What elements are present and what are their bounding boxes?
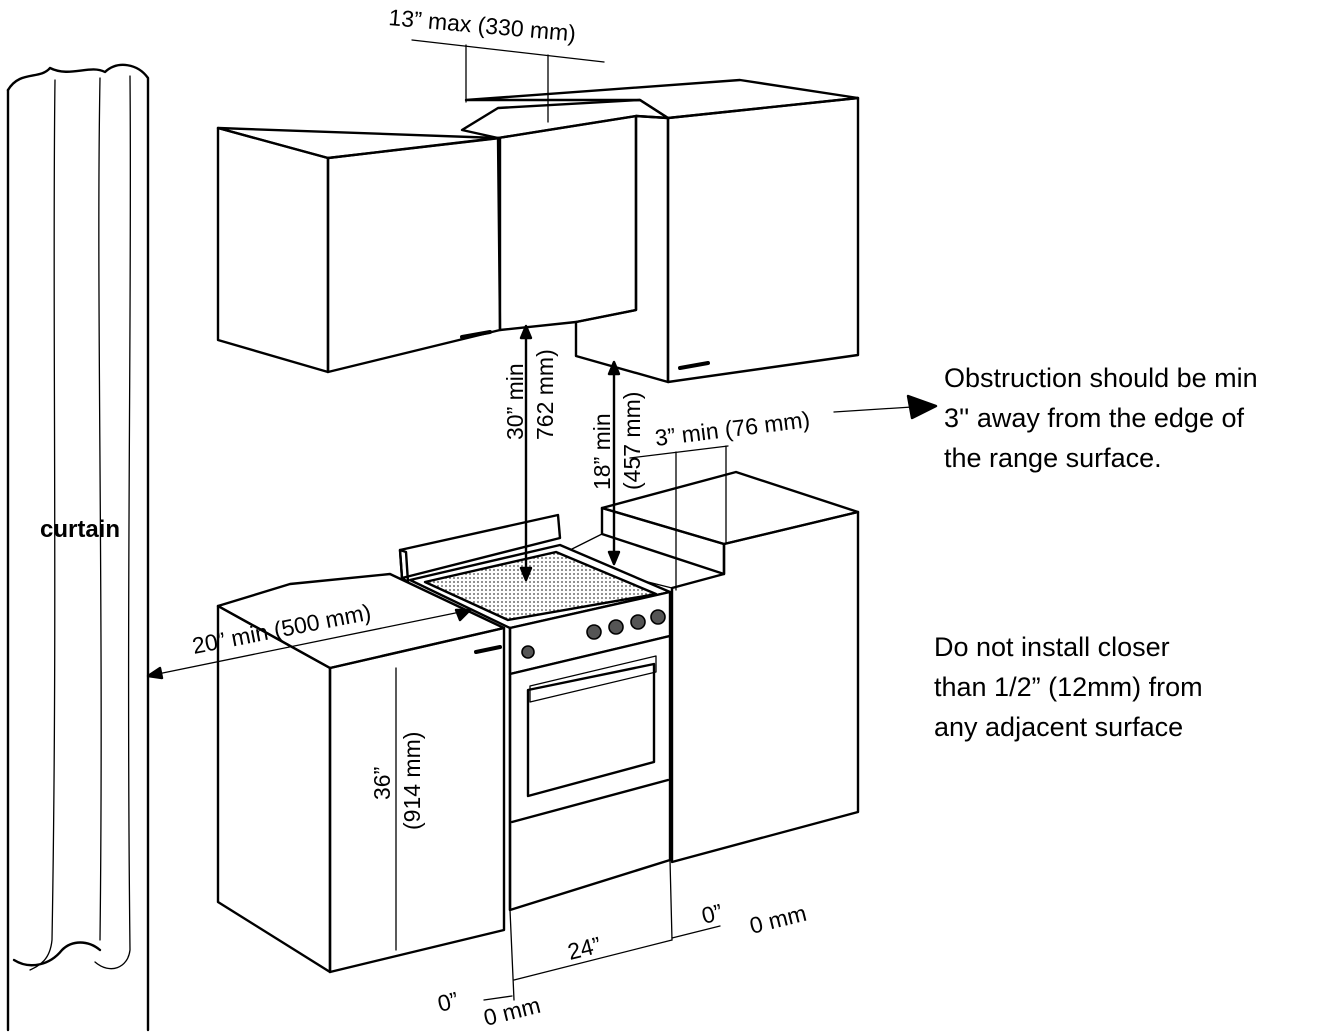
zero-left-mm-label: 0 mm xyxy=(481,992,543,1031)
zero-left-in-label: 0” xyxy=(435,987,461,1017)
zero-right-mm-label: 0 mm xyxy=(747,900,809,939)
min18-in-label: 18” min xyxy=(589,413,615,490)
h36-in-label: 36” xyxy=(369,767,395,800)
dimension-lines xyxy=(146,39,938,1001)
min30-mm-label: 762 mm) xyxy=(532,349,558,440)
min30-in-label: 30” min xyxy=(502,363,528,440)
curtain-label: curtain xyxy=(40,516,120,543)
range xyxy=(398,513,673,1001)
w24-label: 24” xyxy=(565,932,604,965)
upper-cabinet-right xyxy=(464,78,860,384)
base-cabinet-left xyxy=(216,572,506,974)
base-cabinet-right xyxy=(569,470,860,864)
obstruction-note-line-2: 3'' away from the edge of xyxy=(944,403,1244,433)
zero-right-in-label: 0” xyxy=(699,899,725,929)
adjacent-note-line-3: any adjacent surface xyxy=(934,712,1183,742)
min18-mm-label: (457 mm) xyxy=(619,392,645,490)
obstruction-note-line-1: Obstruction should be min xyxy=(944,363,1258,393)
obstruction-note: Obstruction should be min 3'' away from … xyxy=(944,363,1258,473)
adjacent-note-line-2: than 1/2” (12mm) from xyxy=(934,672,1203,702)
adjacent-surface-note: Do not install closer than 1/2” (12mm) f… xyxy=(934,632,1203,742)
h36-mm-label: (914 mm) xyxy=(399,732,425,830)
adjacent-note-line-1: Do not install closer xyxy=(934,632,1170,662)
curtain: curtain xyxy=(6,63,150,1032)
obstruction-note-line-3: the range surface. xyxy=(944,443,1162,473)
upper-cabinet-left xyxy=(216,126,502,374)
min3-label: 3” min (76 mm) xyxy=(653,406,811,451)
